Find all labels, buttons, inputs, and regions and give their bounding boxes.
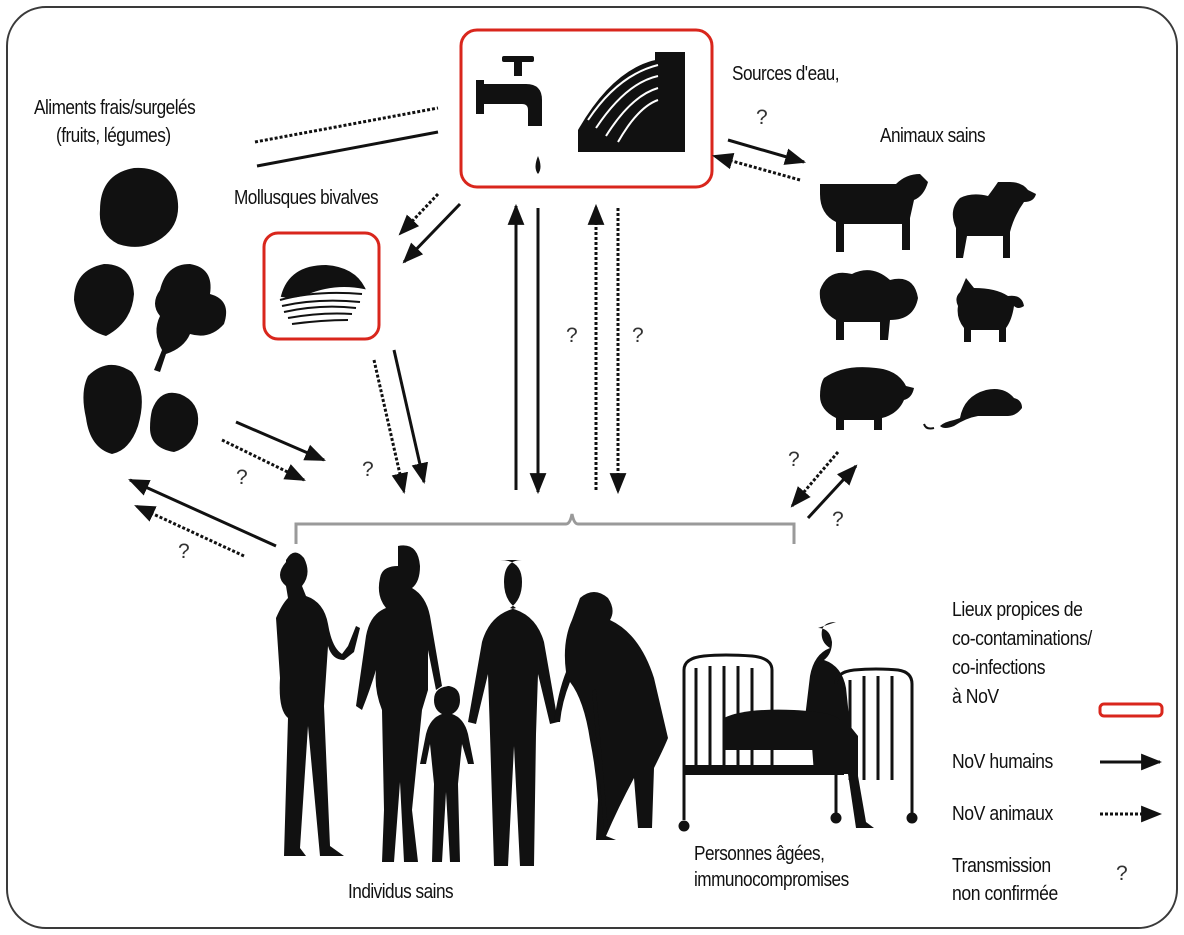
cat-icon (956, 278, 1024, 342)
arrow-water-bivalves-solid (404, 204, 460, 262)
legend-human-nov: NoV humains (952, 748, 1053, 777)
arrow-humans-food-dotted (136, 506, 244, 556)
label-elderly-2: immunocompromises (694, 868, 849, 892)
blackberry-icon (150, 393, 198, 452)
man-icon (468, 560, 558, 866)
dam-spillway-icon (578, 52, 685, 152)
pig-icon (820, 367, 914, 430)
question-mark-bivalves-humans: ? (362, 458, 374, 482)
lettuce-icon (100, 168, 178, 247)
animals-group (820, 174, 1036, 430)
question-mark-animals-humans-2: ? (832, 508, 844, 532)
question-mark-animals-humans-1: ? (788, 448, 800, 472)
elderly-person-icon (554, 592, 668, 840)
question-mark-water-humans-2: ? (632, 324, 644, 348)
parsley-icon (154, 264, 226, 372)
cow-icon (820, 174, 928, 252)
child-icon (420, 686, 474, 862)
label-elderly-1: Personnes âgées, (694, 842, 824, 866)
chef-icon (276, 552, 360, 856)
tap-icon (476, 56, 542, 174)
legend-transmission-2: non confirmée (952, 880, 1058, 909)
label-water-sources: Sources d'eau, (732, 62, 839, 86)
question-mark-food-humans: ? (236, 466, 248, 490)
legend-animal-nov: NoV animaux (952, 800, 1053, 829)
arrow-water-to-animals-solid (728, 140, 804, 162)
strawberry-2-icon (83, 365, 141, 454)
question-mark-humans-food: ? (178, 540, 190, 564)
arrow-animals-to-water-dotted (714, 156, 800, 180)
legend-question-mark: ? (1116, 862, 1128, 886)
label-fresh-food-sub: (fruits, légumes) (56, 124, 171, 148)
mattress (724, 710, 840, 750)
legend-title-line-4: à NoV (952, 683, 999, 712)
legend-box-swatch (1100, 704, 1162, 716)
woman-icon (356, 545, 442, 862)
arrow-water-bivalves-dotted (400, 194, 438, 234)
legend-transmission-1: Transmission (952, 852, 1051, 881)
mussel-icon (280, 266, 364, 324)
label-healthy-animals: Animaux sains (880, 124, 985, 148)
arrow-food-water-solid (257, 132, 438, 166)
produce-group (74, 168, 226, 454)
label-bivalves: Mollusques bivalves (234, 186, 378, 210)
strawberry-icon (74, 264, 134, 336)
question-mark-water-animals: ? (756, 106, 768, 130)
water-sources-box (461, 30, 712, 187)
label-healthy-individuals: Individus sains (348, 880, 453, 904)
humans-group (276, 545, 874, 866)
legend-title-line-2: co-contaminations/ (952, 625, 1092, 654)
question-mark-water-humans-1: ? (566, 324, 578, 348)
legend-title-line-1: Lieux propices de (952, 596, 1082, 625)
dog-icon (953, 182, 1036, 258)
bivalves-box (264, 233, 379, 339)
sheep-icon (820, 270, 918, 340)
label-fresh-food: Aliments frais/surgelés (34, 96, 195, 120)
legend-title-line-3: co-infections (952, 654, 1045, 683)
humans-bracket (296, 514, 794, 544)
mouse-icon (940, 389, 1022, 428)
